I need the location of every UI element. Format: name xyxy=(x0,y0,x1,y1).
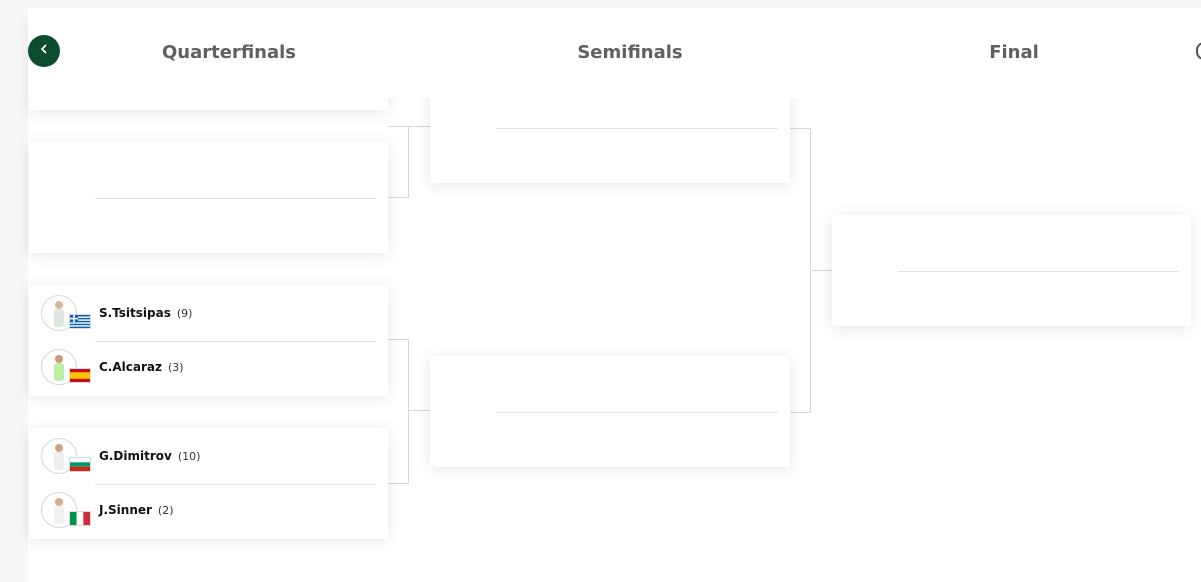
spain-flag-icon xyxy=(69,368,91,383)
quarterfinal-match-3[interactable]: S.Tsitsipas (9) C.Alcaraz (3) xyxy=(29,285,388,396)
player-seed: (9) xyxy=(176,306,193,320)
quarterfinal-match-2[interactable] xyxy=(29,142,388,253)
player-avatar xyxy=(41,295,91,331)
bracket-connector xyxy=(388,126,409,198)
match-divider xyxy=(496,128,778,129)
match-divider xyxy=(496,412,778,413)
previous-round-button[interactable] xyxy=(28,35,60,67)
player-name[interactable]: C.Alcaraz xyxy=(99,360,162,374)
match-divider xyxy=(95,198,376,199)
italy-flag-icon xyxy=(69,511,91,526)
final-match[interactable] xyxy=(832,215,1191,326)
bracket-connector xyxy=(810,270,832,271)
player-name[interactable]: S.Tsitsipas xyxy=(99,306,171,320)
player-name[interactable]: G.Dimitrov xyxy=(99,449,172,463)
match-divider xyxy=(95,341,376,342)
player-row[interactable]: S.Tsitsipas (9) xyxy=(41,293,192,333)
player-seed: (3) xyxy=(167,360,184,374)
match-divider xyxy=(95,484,376,485)
bulgaria-flag-icon xyxy=(69,457,91,472)
player-avatar xyxy=(41,492,91,528)
match-divider xyxy=(898,271,1179,272)
bracket-connector xyxy=(790,128,811,413)
player-row[interactable]: G.Dimitrov (10) xyxy=(41,436,200,476)
greece-flag-icon xyxy=(69,314,91,329)
round-title-quarterfinals[interactable]: Quarterfinals xyxy=(28,8,430,98)
player-row[interactable]: J.Sinner (2) xyxy=(41,490,174,530)
round-title-final[interactable]: Final xyxy=(832,8,1196,98)
round-title-semifinals[interactable]: Semifinals xyxy=(430,8,830,98)
semifinal-match-2[interactable] xyxy=(430,356,790,467)
bracket-connector xyxy=(408,410,430,411)
chevron-left-icon xyxy=(38,42,50,60)
player-seed: (2) xyxy=(157,503,174,517)
bracket-connector xyxy=(388,339,409,484)
player-avatar xyxy=(41,349,91,385)
player-avatar xyxy=(41,438,91,474)
player-name[interactable]: J.Sinner xyxy=(99,503,152,517)
bracket-connector xyxy=(408,126,430,127)
player-row[interactable]: C.Alcaraz (3) xyxy=(41,347,184,387)
player-seed: (10) xyxy=(177,449,201,463)
quarterfinal-match-4[interactable]: G.Dimitrov (10) J.Sinner (2) xyxy=(29,428,388,539)
